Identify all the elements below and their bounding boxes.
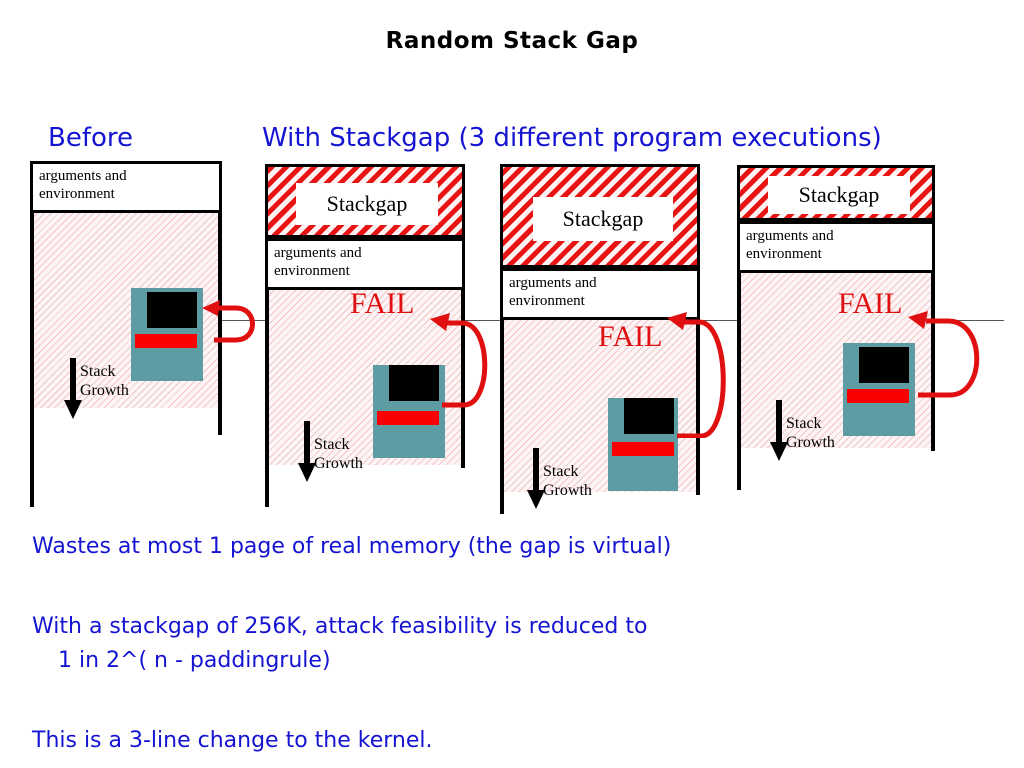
- bullet-line-3: This is a 3-line change to the kernel.: [32, 728, 433, 753]
- fail-label-col3: FAIL: [598, 320, 663, 353]
- args-env-line2: environment: [746, 246, 822, 263]
- stack-growth-label-col2: Stack Growth: [314, 435, 363, 473]
- bullet-line-2: With a stackgap of 256K, attack feasibil…: [32, 614, 648, 639]
- stack-growth-label-col4: Stack Growth: [786, 414, 835, 452]
- args-env-box-col2: arguments and environment: [265, 238, 465, 290]
- stack-growth-arrow-col1: [64, 358, 82, 419]
- stack-growth-arrow-col2: [298, 421, 316, 482]
- stack-frame-black-col4: [859, 347, 909, 383]
- page-title: Random Stack Gap: [385, 28, 639, 54]
- stack-growth-label-col3: Stack Growth: [543, 462, 592, 500]
- outer-frame-left-tail-col3: [500, 492, 504, 514]
- stack-block-col3: [608, 398, 678, 491]
- args-env-box-col3: arguments and environment: [500, 268, 700, 320]
- stack-growth-line2: Growth: [80, 382, 129, 400]
- stackgap-box-col2: Stackgap: [265, 164, 465, 238]
- bullet-line-1: Wastes at most 1 page of real memory (th…: [32, 534, 672, 559]
- stackgap-label-col4: Stackgap: [768, 176, 910, 214]
- stack-growth-line2: Growth: [543, 482, 592, 500]
- stack-growth-line1: Stack: [80, 363, 116, 380]
- args-env-line1: arguments and: [39, 168, 127, 184]
- stack-canary-red-col4: [847, 389, 909, 403]
- stack-growth-line1: Stack: [314, 436, 350, 453]
- stack-growth-arrow-col3: [527, 448, 545, 509]
- args-env-box-col4: arguments and environment: [737, 221, 935, 273]
- args-env-line1: arguments and: [746, 228, 834, 244]
- bullet-line-2-continued: 1 in 2^( n - paddingrule): [58, 648, 331, 673]
- stack-canary-red-col2: [377, 411, 439, 425]
- stack-growth-line2: Growth: [786, 434, 835, 452]
- stack-canary-red-col3: [612, 442, 674, 456]
- stackgap-box-col3: Stackgap: [500, 164, 700, 268]
- args-env-line2: environment: [509, 293, 585, 310]
- fail-label-col4: FAIL: [838, 287, 903, 320]
- stack-growth-line2: Growth: [314, 455, 363, 473]
- outer-frame-left-tail-col1: [30, 435, 34, 507]
- args-env-box-col1: arguments and environment: [30, 161, 222, 213]
- outer-frame-left-tail-col4: [737, 448, 741, 490]
- stack-growth-line1: Stack: [543, 463, 579, 480]
- outer-frame-col2: [265, 465, 465, 468]
- column-header-before: Before: [48, 123, 134, 153]
- stack-frame-black-col2: [389, 365, 439, 401]
- stackgap-label-col2: Stackgap: [296, 183, 438, 225]
- stack-growth-label-col1: Stack Growth: [80, 362, 129, 400]
- outer-frame-col4: [737, 448, 935, 451]
- args-env-line2: environment: [274, 263, 350, 280]
- stack-growth-arrow-col4: [770, 400, 788, 461]
- stack-frame-black-col1: [147, 292, 197, 328]
- stackgap-label-col3: Stackgap: [533, 197, 673, 241]
- args-env-line1: arguments and: [274, 245, 362, 261]
- stack-block-col2: [373, 365, 445, 458]
- stack-growth-line1: Stack: [786, 415, 822, 432]
- stack-block-col4: [843, 343, 915, 436]
- outer-frame-left-tail-col2: [265, 465, 269, 507]
- fail-label-col2: FAIL: [350, 287, 415, 320]
- stack-canary-red-col1: [135, 334, 197, 348]
- stack-block-col1: [131, 288, 203, 381]
- stackgap-box-col4: Stackgap: [737, 165, 935, 221]
- outer-frame-col1: [30, 408, 222, 435]
- args-env-line1: arguments and: [509, 275, 597, 291]
- args-env-line2: environment: [39, 186, 115, 203]
- stack-frame-black-col3: [624, 398, 674, 434]
- column-header-with-stackgap: With Stackgap (3 different program execu…: [262, 123, 882, 153]
